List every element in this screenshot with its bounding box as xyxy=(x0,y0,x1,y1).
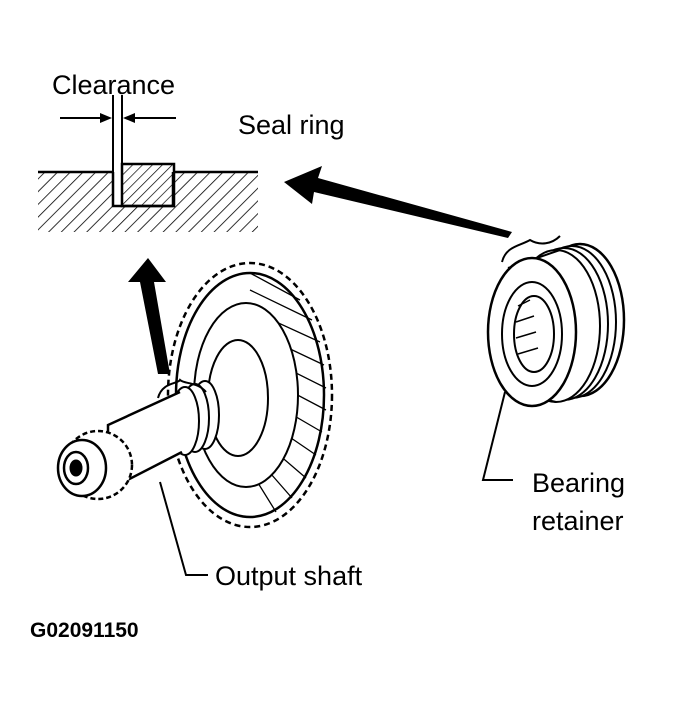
output-shaft-assembly xyxy=(56,261,334,529)
clearance-label: Clearance xyxy=(52,70,175,100)
arrow-to-detail-right xyxy=(284,166,512,238)
output-shaft-label: Output shaft xyxy=(215,561,363,591)
clearance-dimension-arrows xyxy=(60,113,176,123)
bearing-label-line1: Bearing xyxy=(532,468,625,498)
seal-ring-label: Seal ring xyxy=(238,110,345,140)
seal-ring-square xyxy=(120,162,176,208)
bearing-leader-line xyxy=(481,391,513,481)
bearing-label-line2: retainer xyxy=(532,506,624,536)
seal-groove-section xyxy=(38,95,258,232)
bearing-retainer xyxy=(486,235,626,408)
shaft-leader-line xyxy=(159,481,208,576)
figure-code: G02091150 xyxy=(30,619,139,642)
arrow-to-detail-left xyxy=(128,258,170,374)
